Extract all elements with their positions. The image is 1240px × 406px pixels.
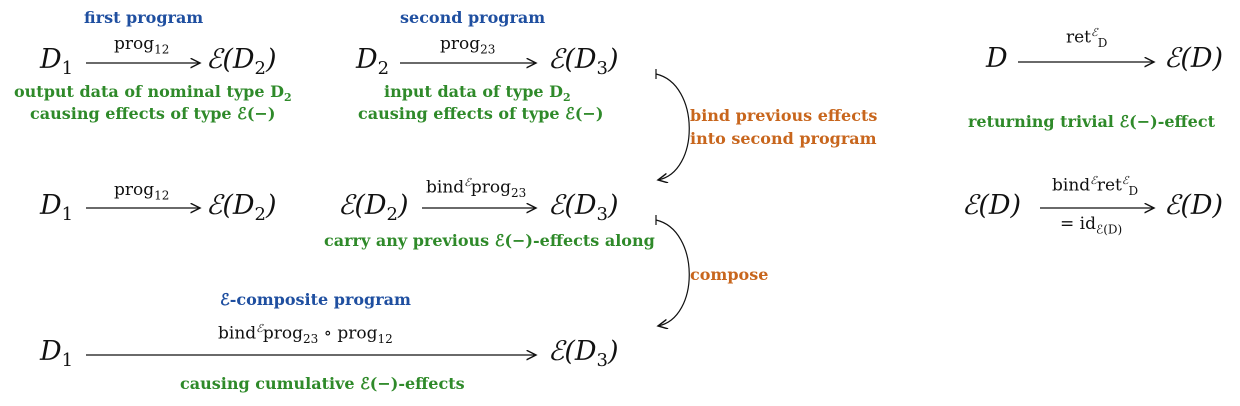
object-ed-right-source: ℰ(D) bbox=[962, 190, 1022, 221]
label-bind-prog23-row2: bindℰprog23 bbox=[426, 176, 527, 201]
note-causing-effects-2: causing effects of type ℰ(−) bbox=[358, 104, 604, 123]
object-ed3-row2: ℰ(D3) bbox=[548, 190, 619, 225]
label-prog12-row1: prog12 bbox=[114, 34, 170, 57]
bind-note-line2: into second program bbox=[690, 129, 877, 148]
note-returning-trivial: returning trivial ℰ(−)-effect bbox=[968, 112, 1215, 131]
note-output-data: output data of nominal type D2 bbox=[14, 82, 292, 105]
object-ed2-row2: ℰ(D2) bbox=[206, 190, 277, 225]
bind-curve-arrow bbox=[655, 73, 690, 180]
note-cumulative-effects: causing cumulative ℰ(−)-effects bbox=[180, 374, 465, 393]
bind-note-line1: bind previous effects bbox=[690, 106, 878, 125]
object-ed3-row1: ℰ(D3) bbox=[548, 44, 619, 79]
object-ed-right-target: ℰ(D) bbox=[1164, 190, 1224, 221]
note-input-data: input data of type D2 bbox=[384, 82, 571, 105]
label-composite: bindℰprog23 ∘ prog12 bbox=[218, 322, 393, 347]
object-d-right: D bbox=[986, 43, 1008, 74]
label-prog23-row1: prog23 bbox=[440, 34, 496, 57]
object-ed2-row1: ℰ(D2) bbox=[206, 44, 277, 79]
object-d1-row3: D1 bbox=[40, 336, 74, 371]
note-carry-effects: carry any previous ℰ(−)-effects along bbox=[324, 231, 655, 250]
object-ed3-row3: ℰ(D3) bbox=[548, 336, 619, 371]
first-program-title: first program bbox=[84, 8, 204, 27]
label-prog12-row2: prog12 bbox=[114, 180, 170, 203]
object-d1-row2: D1 bbox=[40, 190, 74, 225]
note-causing-effects-1: causing effects of type ℰ(−) bbox=[30, 104, 276, 123]
label-bind-ret: bindℰretℰD bbox=[1052, 174, 1139, 199]
compose-curve-arrow bbox=[655, 219, 690, 326]
composite-program-title: ℰ-composite program bbox=[220, 290, 411, 309]
object-d1-row1: D1 bbox=[40, 44, 74, 79]
compose-note: compose bbox=[690, 265, 769, 284]
object-d2-row1: D2 bbox=[356, 44, 390, 79]
object-ed2-source-row2: ℰ(D2) bbox=[338, 190, 409, 225]
label-identity: = idℰ(D) bbox=[1060, 214, 1123, 237]
label-ret: retℰD bbox=[1066, 26, 1108, 51]
object-ed-right-top: ℰ(D) bbox=[1164, 43, 1224, 74]
second-program-title: second program bbox=[400, 8, 546, 27]
